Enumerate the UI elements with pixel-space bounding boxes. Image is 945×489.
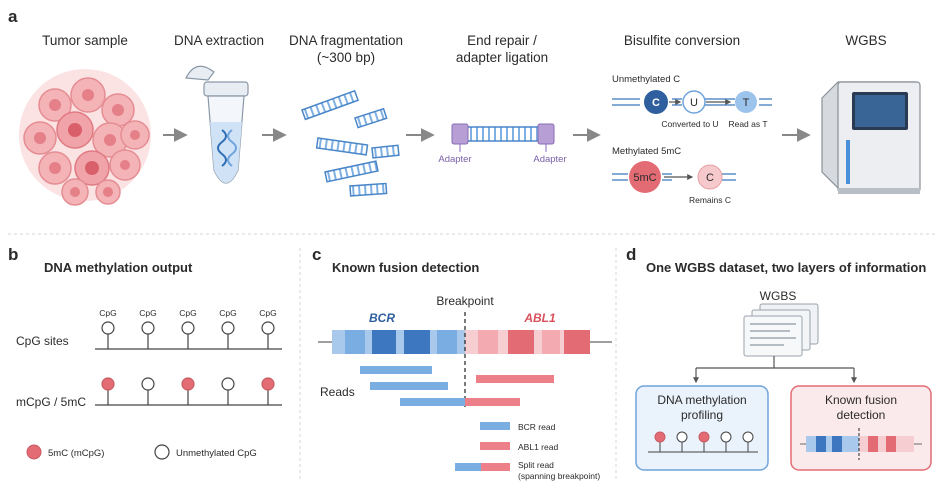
unmethylated-c-label: Unmethylated C — [612, 74, 680, 85]
legend-abl1-read-label: ABL1 read — [518, 442, 558, 452]
remains-c-label: Remains C — [689, 195, 731, 205]
cpg-site-label: CpG — [139, 308, 156, 318]
read-as-t-label: Read as T — [728, 119, 767, 129]
fusion-detection-line1: Known fusion — [825, 393, 897, 407]
mini-fusion-bar — [800, 428, 922, 460]
legend-abl1-read-swatch — [480, 442, 510, 450]
converted-to-u-label: Converted to U — [661, 119, 718, 129]
panel-c-title: Known fusion detection — [332, 260, 479, 275]
tumor-cells-illustration — [19, 69, 151, 206]
panel-d-title: One WGBS dataset, two layers of informat… — [646, 260, 926, 275]
cpg-site-label: CpG — [259, 308, 276, 318]
legend-bcr-read-swatch — [480, 422, 510, 430]
adapter-ligated-fragment — [451, 123, 555, 152]
reads-label: Reads — [320, 385, 355, 399]
dna-fragments-illustration — [301, 89, 400, 197]
methylated-cpg-marker — [261, 377, 275, 391]
cpg-site-label: CpG — [179, 308, 196, 318]
mini-unmethylated-marker — [720, 431, 732, 443]
mini-methylation-lollipop — [648, 431, 758, 453]
split-arrows — [693, 356, 857, 384]
bisulfite-methylated-row — [612, 161, 736, 193]
legend-unmethylated-label: Unmethylated CpG — [176, 448, 257, 459]
cpg-site-marker — [221, 321, 235, 335]
bisulfite-unmethylated-row — [612, 90, 772, 114]
sequencer-icon — [821, 81, 921, 194]
methylated-5mc-label: Methylated 5mC — [612, 146, 681, 157]
legend-split-read-abl1-part — [481, 463, 510, 471]
reads-track — [360, 366, 554, 406]
wgbs-dataset-label: WGBS — [760, 289, 797, 303]
panel-c-letter: c — [312, 245, 321, 264]
breakpoint-label: Breakpoint — [436, 294, 494, 308]
cpg-sites-label: CpG sites — [16, 334, 69, 348]
cpg-site-label: CpG — [219, 308, 236, 318]
mini-unmethylated-marker — [742, 431, 754, 443]
legend-split-read-bcr-part — [455, 463, 481, 471]
panel-a-letter: a — [8, 7, 18, 26]
gene-bcr-label: BCR — [369, 311, 395, 325]
cpg-site-marker — [141, 321, 155, 335]
step-end-repair: End repair / — [467, 33, 537, 48]
unmethylated-cpg-marker — [141, 377, 155, 391]
methylation-profiling-box — [635, 385, 769, 471]
cpg-sites-row: CpG CpG CpG CpG CpG — [95, 308, 282, 350]
panel-d-letter: d — [626, 245, 636, 264]
methylation-profiling-line2: profiling — [681, 408, 723, 422]
wgbs-document-stack-icon — [743, 303, 819, 357]
methylated-cpg-marker — [181, 377, 195, 391]
base-u: U — [690, 97, 698, 109]
panel-b-title: DNA methylation output — [44, 260, 193, 275]
step-wgbs: WGBS — [845, 33, 886, 48]
legend-methylated-label: 5mC (mCpG) — [48, 448, 104, 459]
fusion-gene-bar — [318, 330, 612, 354]
adapter-left-label: Adapter — [438, 154, 471, 165]
tube-icon — [185, 65, 249, 184]
fusion-detection-line2: detection — [837, 408, 886, 422]
mini-methylated-marker — [654, 431, 666, 443]
mcpg-row — [95, 377, 282, 406]
methylation-profiling-line1: DNA methylation — [657, 393, 746, 407]
legend-methylated-swatch — [26, 444, 42, 460]
cpg-site-marker — [181, 321, 195, 335]
base-c-unmethylated: C — [652, 97, 660, 109]
cpg-site-marker — [101, 321, 115, 335]
base-5mc: 5mC — [633, 172, 656, 184]
methylated-cpg-marker — [101, 377, 115, 391]
mini-unmethylated-marker — [676, 431, 688, 443]
legend-split-read-sublabel: (spanning breakpoint) — [518, 471, 600, 481]
mcpg-label: mCpG / 5mC — [16, 395, 86, 409]
legend-split-read-label: Split read — [518, 460, 554, 470]
cpg-site-label: CpG — [99, 308, 116, 318]
base-c-methylated: C — [706, 172, 714, 184]
gene-abl1-label: ABL1 — [523, 311, 556, 325]
legend-bcr-read-label: BCR read — [518, 422, 556, 432]
adapter-right-label: Adapter — [533, 154, 566, 165]
step-fragmentation-size: (~300 bp) — [317, 50, 375, 65]
step-dna-fragmentation: DNA fragmentation — [289, 33, 403, 48]
base-t: T — [743, 97, 750, 109]
mini-methylated-marker — [698, 431, 710, 443]
cpg-site-marker — [261, 321, 275, 335]
unmethylated-cpg-marker — [221, 377, 235, 391]
panel-b-letter: b — [8, 245, 18, 264]
step-bisulfite-conversion: Bisulfite conversion — [624, 33, 740, 48]
step-tumor-sample: Tumor sample — [42, 33, 128, 48]
legend-unmethylated-swatch — [154, 444, 170, 460]
step-dna-extraction: DNA extraction — [174, 33, 264, 48]
step-adapter-ligation: adapter ligation — [456, 50, 548, 65]
